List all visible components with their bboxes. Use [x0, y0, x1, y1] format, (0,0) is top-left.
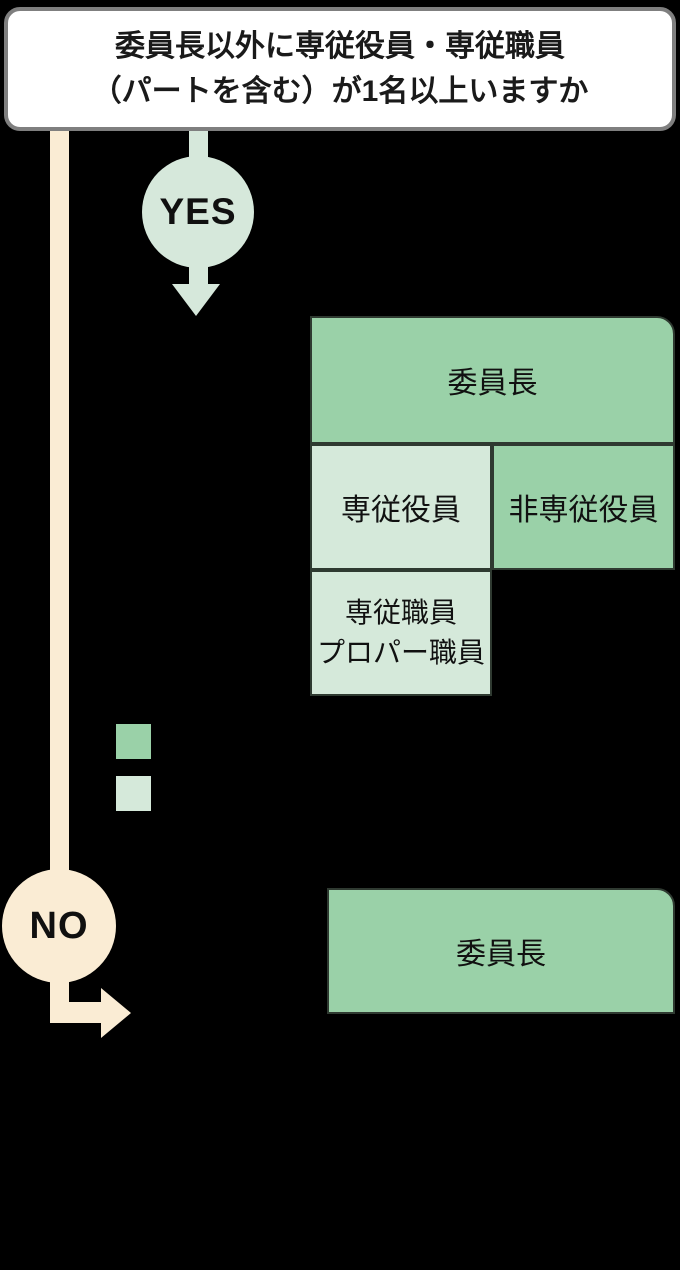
org-box-dedicated-officer-label: 専従役員 — [341, 494, 461, 527]
no-arrow-right-icon — [101, 988, 131, 1038]
yes-circle: YES — [142, 156, 254, 268]
org-box-chairman-label: 委員長 — [447, 367, 538, 400]
org-box-chairman: 委員長 — [310, 316, 675, 444]
no-connector-line — [50, 131, 69, 1023]
yes-arrow-down-icon — [172, 284, 220, 316]
org-box-non-dedicated-officer-label: 非専従役員 — [508, 494, 659, 527]
legend-swatch-pale-green — [116, 776, 151, 811]
no-connector-elbow — [50, 1002, 102, 1023]
org-box-dedicated-staff: 専従職員 プロパー職員 — [310, 570, 492, 696]
org-box-dedicated-staff-line1: 専従職員 — [344, 597, 457, 628]
question-box: 委員長以外に専従役員・専従職員 （パートを含む）が1名以上いますか — [4, 7, 676, 131]
legend-swatch-medium-green — [116, 724, 151, 759]
no-circle: NO — [2, 869, 116, 983]
org-box-non-dedicated-officer: 非専従役員 — [492, 444, 675, 570]
yes-label: YES — [159, 191, 237, 232]
org-box-dedicated-officer: 専従役員 — [310, 444, 492, 570]
org-box-chairman-no-label: 委員長 — [456, 938, 546, 971]
question-text-line2: （パートを含む）が1名以上いますか — [91, 75, 589, 108]
org-box-dedicated-staff-line2: プロパー職員 — [316, 637, 485, 668]
no-label: NO — [29, 904, 89, 947]
org-box-chairman-no: 委員長 — [327, 888, 675, 1014]
question-text-line1: 委員長以外に専従役員・専従職員 — [115, 30, 565, 63]
